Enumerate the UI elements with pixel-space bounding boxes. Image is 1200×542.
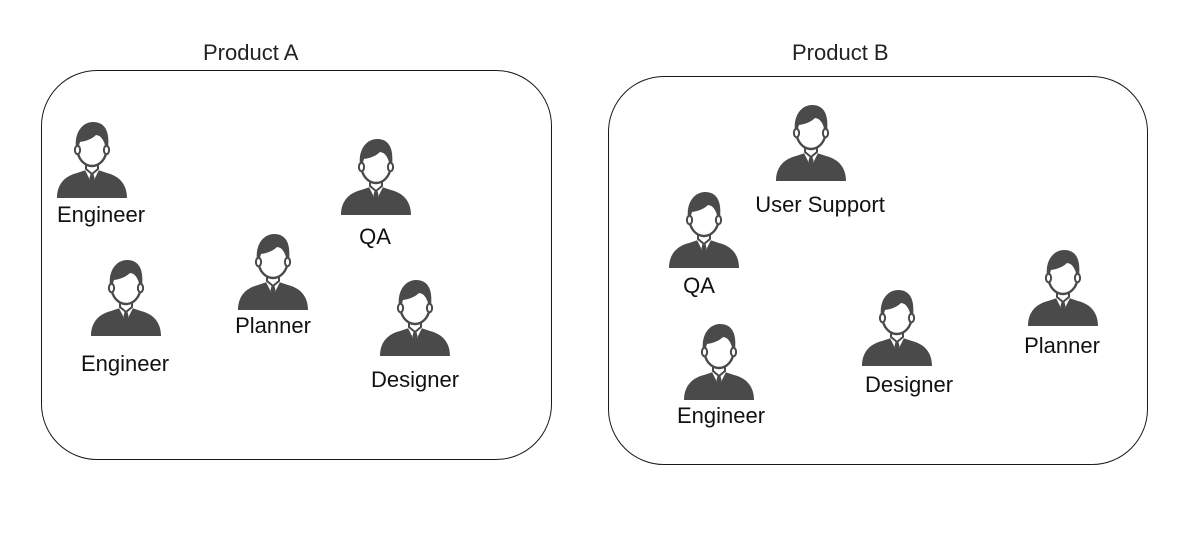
role-label: Engineer — [56, 202, 146, 227]
role-label: Designer — [370, 367, 460, 392]
role-label: User Support — [755, 192, 885, 217]
group-title-product-b: Product B — [792, 40, 889, 65]
role-label: Engineer — [80, 351, 170, 376]
person-icon — [860, 286, 934, 368]
person-icon — [236, 230, 310, 312]
role-label: Designer — [864, 372, 954, 397]
person-icon — [774, 101, 848, 183]
person-icon — [667, 188, 741, 270]
person-icon — [339, 135, 413, 217]
group-title-product-a: Product A — [203, 40, 299, 65]
role-label: QA — [683, 273, 715, 298]
role-label: Planner — [235, 313, 311, 338]
person-icon — [378, 276, 452, 358]
person-icon — [89, 256, 163, 338]
person-icon — [55, 118, 129, 200]
role-label: Planner — [1024, 333, 1100, 358]
role-label: Engineer — [676, 403, 766, 428]
person-icon — [682, 320, 756, 402]
role-label: QA — [359, 224, 391, 249]
person-icon — [1026, 246, 1100, 328]
